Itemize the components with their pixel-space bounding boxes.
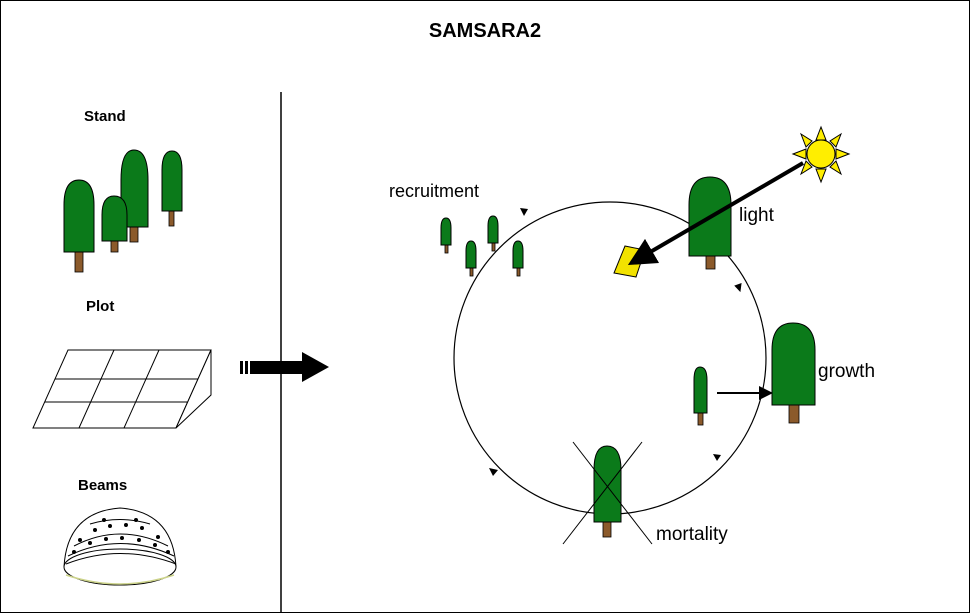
growth-label: growth: [818, 361, 876, 382]
tree-icon: [120, 149, 149, 243]
light-label: light: [739, 205, 774, 226]
beams-label: Beams: [78, 477, 128, 494]
light-ray-arrow: [627, 161, 805, 266]
stand-label: Stand: [84, 108, 126, 125]
recruitment-label: recruitment: [389, 181, 480, 201]
small-tree-icon: [693, 366, 708, 426]
mortality-label: mortality: [656, 524, 728, 545]
light-tree-icon: [688, 176, 732, 270]
mortality-tree-icon: [562, 441, 653, 545]
light-patch-icon: [613, 245, 646, 278]
big-right-arrow-icon: [240, 352, 329, 382]
recruitment-seedlings-icon: [440, 215, 524, 277]
sun-icon: [791, 125, 851, 184]
tree-icon: [101, 195, 128, 253]
tree-icon: [63, 179, 95, 273]
plot-label: Plot: [86, 298, 115, 315]
stand-icon: [63, 149, 183, 273]
tree-icon: [161, 150, 183, 227]
plot-grid-icon: [32, 349, 212, 429]
beams-dome-icon: [63, 507, 177, 586]
cycle-arrowheads: [489, 208, 742, 476]
grown-tree-icon: [771, 322, 816, 424]
diagram-title: SAMSARA2: [428, 20, 542, 42]
